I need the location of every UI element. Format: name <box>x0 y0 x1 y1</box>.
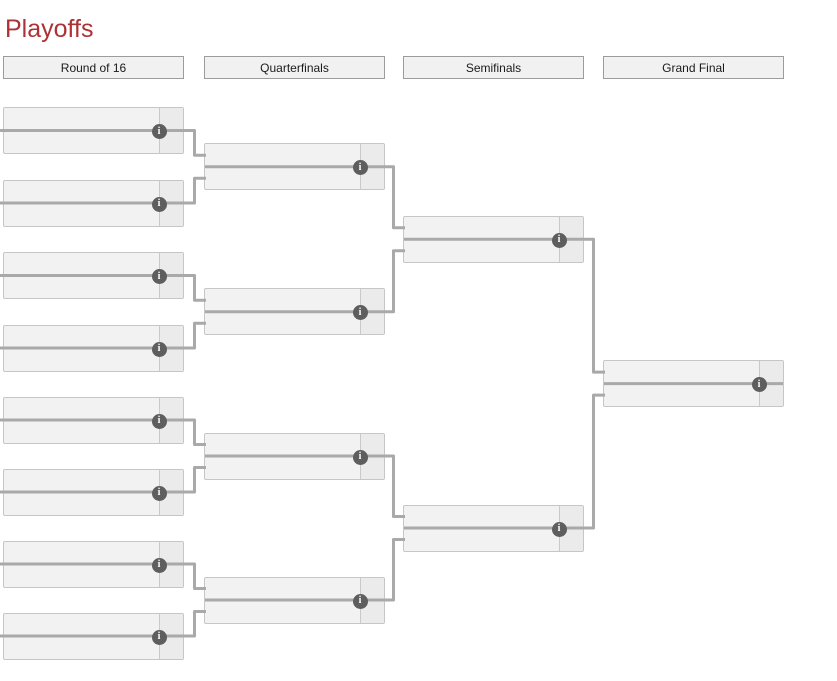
info-icon[interactable]: i <box>352 305 368 321</box>
home-team-slot <box>4 614 159 637</box>
info-icon[interactable]: i <box>151 485 167 501</box>
page-title: Playoffs <box>5 15 94 43</box>
round-header-semifinals: Semifinals <box>403 56 584 79</box>
away-team-slot <box>4 564 159 587</box>
info-icon[interactable]: i <box>551 521 567 537</box>
home-team-slot <box>4 470 159 493</box>
away-team-slot <box>4 420 159 443</box>
match-round-of-16-5: i <box>3 396 184 444</box>
away-team-slot <box>404 528 559 551</box>
away-team-slot <box>4 130 159 153</box>
match-semifinals-2: i <box>403 504 584 552</box>
match-round-of-16-4: i <box>3 324 184 372</box>
home-team-slot <box>4 253 159 276</box>
away-team-slot <box>205 166 360 189</box>
info-icon[interactable]: i <box>151 196 167 212</box>
away-team-slot <box>4 636 159 659</box>
info-icon[interactable]: i <box>352 160 368 176</box>
away-team-slot <box>205 600 360 623</box>
home-team-slot <box>205 434 360 457</box>
away-team-slot <box>404 239 559 262</box>
home-team-slot <box>404 506 559 529</box>
info-icon[interactable]: i <box>151 341 167 357</box>
match-round-of-16-1: i <box>3 107 184 154</box>
match-round-of-16-3: i <box>3 252 184 299</box>
home-team-slot <box>604 361 759 384</box>
away-team-slot <box>4 203 159 226</box>
round-header-grand-final: Grand Final <box>603 56 784 79</box>
match-quarterfinals-4: i <box>204 576 385 624</box>
away-team-slot <box>4 348 159 371</box>
away-team-slot <box>4 275 159 298</box>
info-icon[interactable]: i <box>151 124 167 139</box>
info-icon[interactable]: i <box>151 629 167 645</box>
match-round-of-16-7: i <box>3 540 184 588</box>
info-icon[interactable]: i <box>751 377 767 393</box>
info-icon[interactable]: i <box>151 413 167 429</box>
info-icon[interactable]: i <box>151 557 167 573</box>
home-team-slot <box>4 542 159 565</box>
home-team-slot <box>205 578 360 601</box>
away-team-slot <box>205 456 360 479</box>
home-team-slot <box>205 144 360 167</box>
round-header-quarterfinals: Quarterfinals <box>204 56 385 79</box>
info-icon[interactable]: i <box>151 269 167 284</box>
info-icon[interactable]: i <box>352 593 368 609</box>
home-team-slot <box>4 326 159 349</box>
info-icon[interactable]: i <box>551 232 567 248</box>
home-team-slot <box>404 217 559 240</box>
round-header-round-of-16: Round of 16 <box>3 56 184 79</box>
away-team-slot <box>604 383 759 406</box>
match-grand-final-1: i <box>603 360 784 408</box>
match-round-of-16-2: i <box>3 179 184 227</box>
match-semifinals-1: i <box>403 215 584 263</box>
home-team-slot <box>4 108 159 131</box>
match-round-of-16-6: i <box>3 468 184 516</box>
info-icon[interactable]: i <box>352 449 368 465</box>
match-quarterfinals-3: i <box>204 432 385 480</box>
home-team-slot <box>4 398 159 421</box>
match-quarterfinals-1: i <box>204 143 385 191</box>
away-team-slot <box>4 492 159 515</box>
home-team-slot <box>4 181 159 204</box>
match-quarterfinals-2: i <box>204 288 385 336</box>
away-team-slot <box>205 311 360 334</box>
match-round-of-16-8: i <box>3 612 184 660</box>
home-team-slot <box>205 289 360 312</box>
